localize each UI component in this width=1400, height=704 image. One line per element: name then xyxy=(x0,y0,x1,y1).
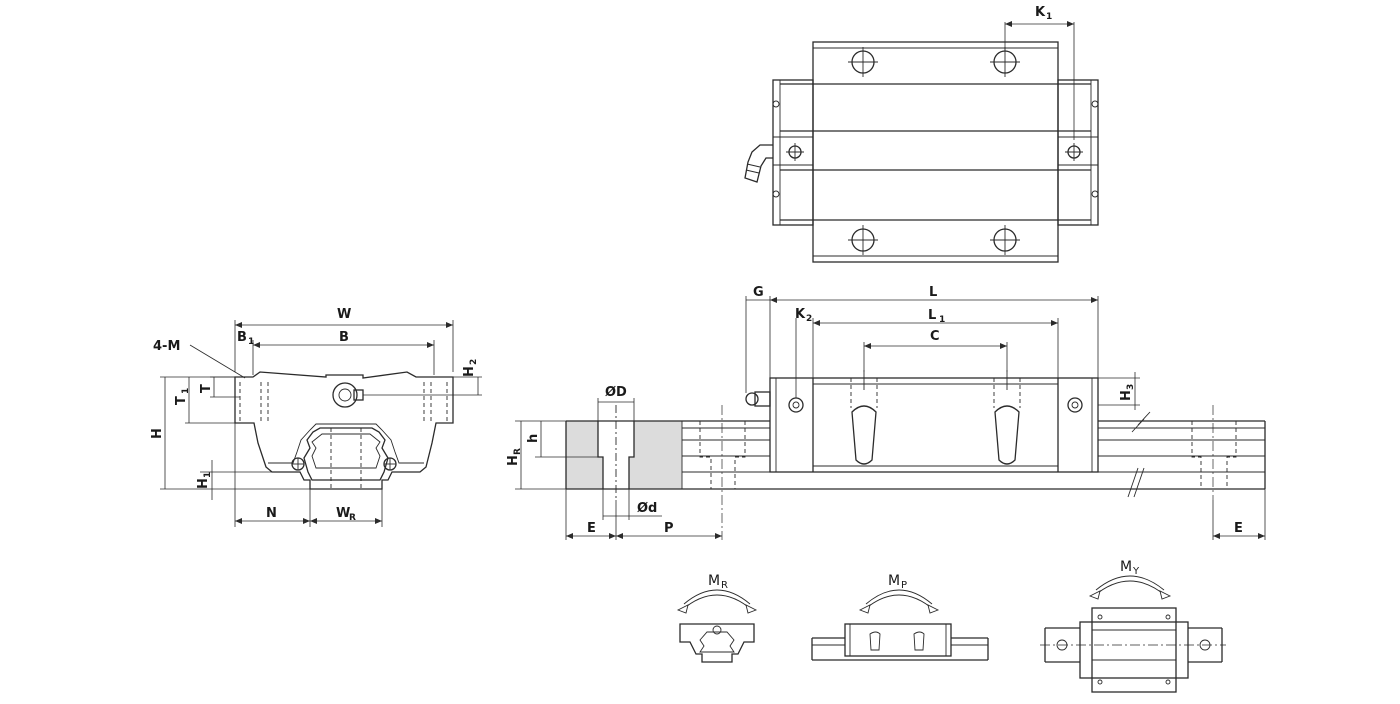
dim-od: ØD xyxy=(597,385,635,421)
end-view-grease-nipple xyxy=(332,382,364,408)
dim-l: L xyxy=(770,285,1099,378)
end-view-rail-profile xyxy=(303,427,389,481)
dim-t: T xyxy=(199,376,240,398)
label-h: H xyxy=(150,428,165,439)
top-view: K 1 xyxy=(744,5,1099,263)
svg-text:R: R xyxy=(721,580,728,591)
top-view-mounting-holes xyxy=(786,47,1083,255)
label-mp: M xyxy=(888,573,900,589)
svg-text:1: 1 xyxy=(1046,12,1052,22)
label-c: C xyxy=(930,329,940,344)
dim-h2: H 2 xyxy=(363,359,482,396)
dim-b: B xyxy=(252,330,435,375)
svg-text:P: P xyxy=(901,580,907,591)
dim-l1: L 1 xyxy=(813,308,1059,378)
svg-text:1: 1 xyxy=(203,472,213,478)
dim-w: W xyxy=(234,307,454,372)
svg-text:2: 2 xyxy=(806,314,812,324)
dim-h1: H 1 xyxy=(196,460,272,500)
dim-h3: H 3 xyxy=(1098,372,1140,410)
svg-text:R: R xyxy=(513,448,523,455)
label-p: P xyxy=(664,521,674,536)
label-h3: H xyxy=(1119,390,1134,401)
label-t: T xyxy=(199,384,214,393)
label-b: B xyxy=(339,330,349,345)
dim-h-small: h xyxy=(526,420,598,458)
label-b1: B xyxy=(237,330,247,345)
label-od-small: Ød xyxy=(637,501,657,516)
end-view: W B B 1 4-M H 2 T xyxy=(150,307,482,527)
svg-text:1: 1 xyxy=(181,388,191,394)
dim-n: N xyxy=(234,423,311,527)
dim-c: C xyxy=(863,329,1008,372)
moment-my-diagram: M Y xyxy=(1040,559,1226,693)
label-w: W xyxy=(337,307,351,322)
label-e-left: E xyxy=(587,521,596,536)
label-mr: M xyxy=(708,573,720,589)
label-h-small: h xyxy=(526,434,541,443)
label-k2: K xyxy=(795,307,806,322)
top-view-left-end-cap xyxy=(772,79,814,226)
top-view-carriage-body xyxy=(812,41,1059,263)
label-4m: 4-M xyxy=(153,339,180,354)
svg-text:Y: Y xyxy=(1132,566,1140,577)
side-view: G L K 2 L 1 C xyxy=(506,285,1266,540)
label-l: L xyxy=(929,285,937,300)
label-h2: H xyxy=(462,366,477,377)
dim-k1: K 1 xyxy=(1004,5,1075,140)
label-wr: W xyxy=(336,506,350,521)
end-view-carriage-outline xyxy=(234,371,454,490)
dim-k2: K 2 xyxy=(795,307,814,398)
svg-text:2: 2 xyxy=(469,359,479,365)
svg-text:1: 1 xyxy=(248,337,254,347)
label-od: ØD xyxy=(605,385,627,400)
label-hr: H xyxy=(506,455,521,466)
top-view-grease-nipple xyxy=(744,144,773,183)
svg-text:R: R xyxy=(349,513,356,523)
dim-t1: T 1 xyxy=(174,377,254,424)
label-l1: L xyxy=(928,308,936,323)
dim-e-right: E xyxy=(1212,489,1266,540)
side-view-bolt-pockets xyxy=(850,378,1021,465)
svg-text:1: 1 xyxy=(939,315,945,325)
label-t1: T xyxy=(174,396,189,405)
side-view-carriage xyxy=(769,377,1099,473)
dim-hr: H R xyxy=(506,420,566,490)
top-view-right-end-cap xyxy=(1057,79,1099,226)
label-n: N xyxy=(266,506,277,521)
dim-od-small: Ød xyxy=(602,489,662,520)
label-h1: H xyxy=(196,478,211,489)
moment-mp-diagram: M P xyxy=(811,573,989,661)
svg-text:3: 3 xyxy=(1126,384,1136,390)
moment-mr-diagram: M R xyxy=(676,573,758,663)
label-e-right: E xyxy=(1234,521,1243,536)
side-view-grease-nipple xyxy=(745,391,771,407)
dim-g: G xyxy=(745,285,771,393)
label-g: G xyxy=(753,285,764,300)
label-my: M xyxy=(1120,559,1132,575)
dim-wr: W R xyxy=(310,489,383,527)
dim-e-p: E P xyxy=(565,489,722,540)
label-k1: K xyxy=(1035,5,1046,20)
